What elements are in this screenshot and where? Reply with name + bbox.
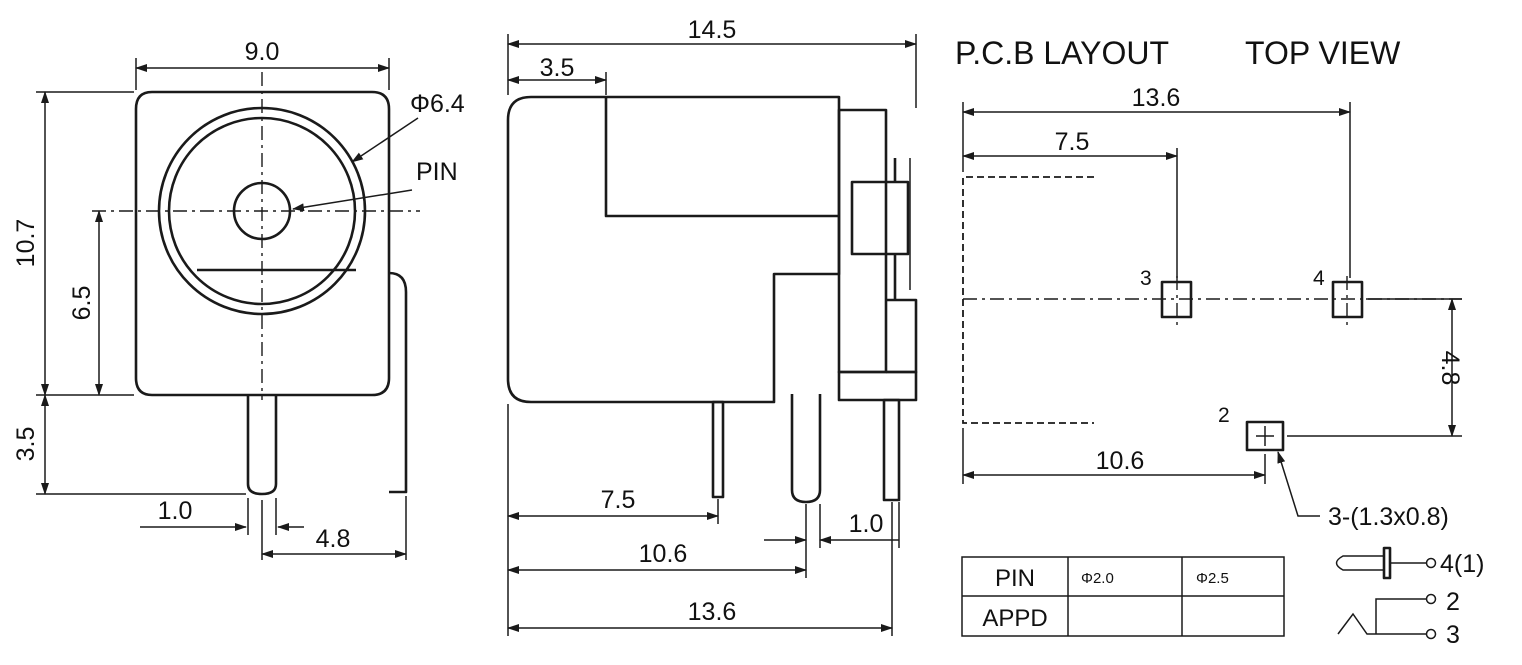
pin-table-row1-col1: Φ2.0 — [1081, 570, 1114, 587]
side-rear-base — [837, 370, 918, 402]
side-pin2-label: 10.6 — [639, 540, 688, 568]
pcb-pad-2 — [1245, 420, 1285, 452]
side-front-step — [604, 97, 839, 218]
side-view: 14.5 3.5 7.5 10.6 13.6 1.0 — [506, 16, 918, 636]
side-rear-step — [886, 298, 918, 374]
pcb-body-outline — [962, 176, 1094, 424]
pcb-pin2-offset-label: 10.6 — [1096, 447, 1145, 475]
side-rear-block — [850, 180, 910, 256]
front-center-height-label: 6.5 — [68, 286, 96, 321]
pin-table: PIN Φ2.0 Φ2.5 APPD — [961, 556, 1285, 637]
hole-callout-leader — [1277, 451, 1320, 517]
pcb-top-view-title: TOP VIEW — [1245, 35, 1401, 71]
jack-schematic: 4(1) 2 3 — [1335, 546, 1484, 649]
schematic-contact-2 — [1375, 598, 1426, 634]
front-side-pin — [388, 271, 408, 494]
diameter-label: Φ6.4 — [410, 90, 465, 118]
schematic-terminal-4 — [1425, 557, 1437, 569]
side-pin3-label: 13.6 — [688, 598, 737, 626]
front-body-outline — [134, 90, 391, 397]
front-view: 9.0 10.7 6.5 3.5 1.0 4.8 Φ6.4 PIN — [12, 38, 465, 560]
pcb-pin3-offset-label: 7.5 — [1055, 128, 1090, 156]
schematic-contact-3 — [1337, 612, 1426, 635]
pcb-layout: P.C.B LAYOUT TOP VIEW 3 4 2 13.6 7.5 10.… — [955, 35, 1464, 531]
side-pin-2 — [790, 394, 822, 504]
front-width-label: 9.0 — [245, 38, 280, 66]
pcb-vertical-label: 4.8 — [1436, 351, 1464, 386]
side-housing-outline — [506, 95, 841, 404]
hole-callout-label: 3-(1.3x0.8) — [1328, 503, 1449, 531]
pcb-pad-3-label: 3 — [1140, 267, 1152, 290]
front-pin-spacing-label: 4.8 — [316, 525, 351, 553]
pcb-pad-4-label: 4 — [1313, 267, 1325, 290]
pin-leader — [292, 189, 413, 212]
side-rear-flange — [837, 108, 888, 374]
side-length-label: 14.5 — [688, 16, 737, 44]
schematic-pin-symbol — [1335, 555, 1383, 571]
pcb-pad-4 — [1331, 280, 1364, 319]
side-pin-1 — [882, 398, 901, 502]
pin-table-row1-label: PIN — [995, 565, 1035, 592]
front-pin-width-label: 1.0 — [158, 497, 193, 525]
front-height-label: 10.7 — [12, 219, 40, 268]
diameter-leader — [351, 117, 419, 163]
schematic-label-3: 3 — [1446, 621, 1460, 649]
pcb-layout-title: P.C.B LAYOUT — [955, 35, 1169, 71]
front-bottom-pin — [246, 395, 278, 496]
pin-table-row2-label: APPD — [982, 605, 1047, 632]
schematic-label-4: 4(1) — [1440, 550, 1484, 578]
pcb-pad-3 — [1160, 280, 1193, 319]
side-pin1-label: 7.5 — [601, 486, 636, 514]
schematic-label-2: 2 — [1446, 588, 1460, 616]
pin-callout-label: PIN — [416, 158, 458, 186]
side-pin-3 — [711, 400, 725, 499]
schematic-terminal-2 — [1425, 593, 1437, 605]
side-front-offset-label: 3.5 — [540, 54, 575, 82]
schematic-terminal-3 — [1425, 628, 1437, 640]
pcb-width-label: 13.6 — [1132, 84, 1181, 112]
pin-table-row1-col2: Φ2.5 — [1196, 570, 1229, 587]
pcb-pad-2-label: 2 — [1218, 404, 1230, 427]
side-pin-width-label: 1.0 — [849, 510, 884, 538]
schematic-sleeve-flange — [1382, 546, 1392, 580]
front-pin-length-label: 3.5 — [12, 427, 40, 462]
